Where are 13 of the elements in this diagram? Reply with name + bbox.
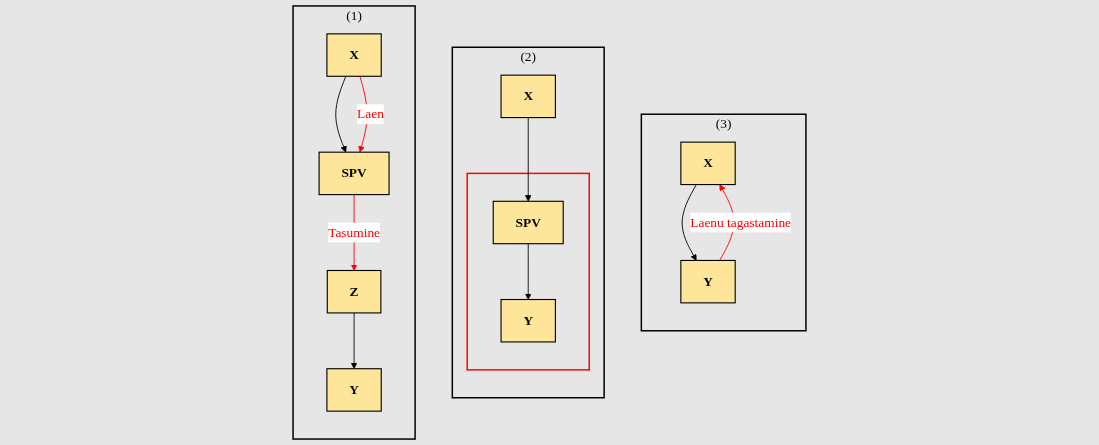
node-box: X <box>680 141 736 186</box>
node-box: X <box>326 33 382 77</box>
node-box: SPV <box>318 151 390 196</box>
edge-label: Tasumine <box>328 224 381 240</box>
node-box: Y <box>680 259 736 304</box>
edge-label: Laen <box>357 106 384 122</box>
node-box: X <box>500 74 556 119</box>
cluster <box>466 172 590 371</box>
node-box: Y <box>500 298 556 343</box>
node-box: Y <box>326 368 382 412</box>
node-box: Z <box>326 269 382 314</box>
node-box: SPV <box>492 200 564 245</box>
edge-label: Laenu tagastamine <box>690 214 792 230</box>
